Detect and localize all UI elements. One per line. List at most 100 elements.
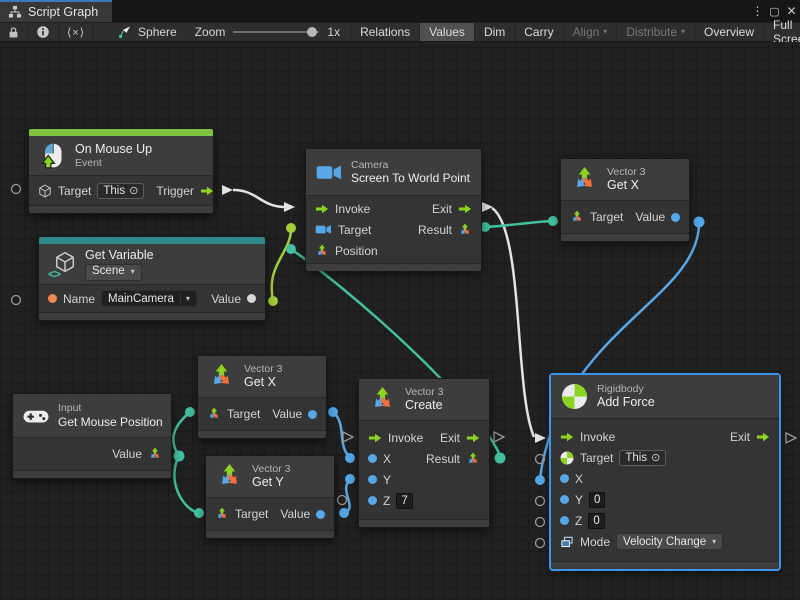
invoke-arrow-icon[interactable] bbox=[315, 202, 329, 216]
node-screen-to-world-point[interactable]: Camera Screen To World Point Invoke Exit… bbox=[305, 148, 482, 271]
float-port-dot[interactable] bbox=[368, 475, 377, 484]
port-addforce-target[interactable] bbox=[534, 453, 546, 465]
wire-exit-to-addforce-invoke[interactable] bbox=[491, 206, 536, 438]
zoom-slider[interactable] bbox=[233, 27, 320, 37]
port-addforce-x-in[interactable] bbox=[535, 475, 545, 485]
invoke-arrow-icon[interactable] bbox=[560, 430, 574, 444]
values-button[interactable]: Values bbox=[420, 23, 475, 41]
node-rigidbody-add-force[interactable]: Rigidbody Add Force Invoke Exit Target T… bbox=[550, 374, 780, 570]
wire-result-to-getx-top[interactable] bbox=[484, 219, 553, 229]
port-getx-value-out[interactable] bbox=[328, 407, 338, 417]
flow-port-create-invoke[interactable] bbox=[342, 430, 355, 444]
window-menu-icon[interactable]: ⋮ bbox=[751, 4, 764, 18]
port-getxtop-value-out[interactable] bbox=[693, 216, 705, 228]
carry-button[interactable]: Carry bbox=[515, 23, 564, 41]
wire-mousepos-to-gety[interactable] bbox=[173, 455, 199, 515]
vector3-port-icon[interactable] bbox=[215, 507, 229, 521]
graph-canvas[interactable]: On Mouse Up Event Target This⊙ Trigger bbox=[0, 42, 800, 600]
string-port-dot[interactable] bbox=[48, 294, 57, 303]
port-gety-target-in[interactable] bbox=[194, 508, 204, 518]
inspect-button[interactable] bbox=[28, 23, 59, 41]
overview-button[interactable]: Overview bbox=[695, 23, 765, 41]
fullscreen-button[interactable]: Full Screen bbox=[773, 18, 800, 46]
node-vector3-get-x[interactable]: Vector 3 Get X Target Value bbox=[197, 355, 327, 439]
float-port-dot[interactable] bbox=[560, 474, 569, 483]
port-gety-value-out[interactable] bbox=[339, 508, 349, 518]
port-variable-name[interactable] bbox=[10, 294, 22, 306]
target-this-chip[interactable]: This⊙ bbox=[97, 182, 145, 199]
float-port-dot[interactable] bbox=[560, 516, 569, 525]
vector3-port-icon[interactable] bbox=[466, 452, 480, 466]
port-addforce-mode[interactable] bbox=[534, 537, 546, 549]
graph-breadcrumb[interactable]: Sphere bbox=[110, 23, 185, 41]
variable-scope-dropdown[interactable]: Scene▾ bbox=[85, 263, 142, 281]
align-button[interactable]: Align▾ bbox=[564, 23, 618, 41]
variable-name-dropdown[interactable]: MainCamera▾ bbox=[101, 290, 197, 307]
window-maximize-icon[interactable]: ▢ bbox=[769, 5, 780, 18]
invoke-arrow-icon[interactable] bbox=[368, 431, 382, 445]
port-create-z[interactable] bbox=[336, 494, 348, 506]
flow-arrow-trigger-out[interactable] bbox=[222, 185, 233, 195]
lock-button[interactable] bbox=[0, 23, 28, 41]
vector3-port-icon[interactable] bbox=[148, 447, 162, 461]
node-vector3-create[interactable]: Vector 3 Create Invoke Exit X Result bbox=[358, 378, 490, 528]
port-stwp-target-in[interactable] bbox=[286, 223, 296, 233]
relations-button[interactable]: Relations bbox=[350, 23, 421, 41]
port-mousepos-value-out[interactable] bbox=[173, 450, 185, 462]
node-get-variable[interactable]: <> Get Variable Scene▾ Name MainCamera▾ … bbox=[38, 236, 266, 321]
flow-port-create-exit[interactable] bbox=[493, 430, 506, 444]
port-addforce-z[interactable] bbox=[534, 516, 546, 528]
vector3-port-icon[interactable] bbox=[207, 407, 221, 421]
port-create-result-out[interactable] bbox=[494, 452, 506, 464]
float-port-dot[interactable] bbox=[308, 409, 318, 419]
object-picker-icon[interactable]: ⊙ bbox=[129, 185, 139, 197]
float-port-dot[interactable] bbox=[671, 212, 681, 222]
exit-arrow-icon[interactable] bbox=[466, 431, 480, 445]
float-port-dot[interactable] bbox=[368, 454, 377, 463]
target-this-chip[interactable]: This⊙ bbox=[619, 449, 667, 466]
exit-arrow-icon[interactable] bbox=[458, 202, 472, 216]
node-vector3-get-x-top[interactable]: Vector 3 Get X Target Value bbox=[560, 158, 690, 242]
z-value-input[interactable]: 7 bbox=[396, 492, 413, 509]
flow-arrow-addforce-invoke-in[interactable] bbox=[535, 433, 546, 443]
port-getxtop-target-in[interactable] bbox=[548, 216, 558, 226]
float-port-dot[interactable] bbox=[316, 509, 326, 519]
vector3-port-icon[interactable] bbox=[570, 210, 584, 224]
port-addforce-y[interactable] bbox=[534, 495, 546, 507]
exit-arrow-icon[interactable] bbox=[756, 430, 770, 444]
tab-script-graph[interactable]: Script Graph bbox=[0, 0, 113, 22]
object-picker-icon[interactable]: ⊙ bbox=[651, 452, 661, 464]
flow-arrow-exit-out[interactable] bbox=[482, 202, 493, 212]
camera-port-icon[interactable] bbox=[315, 223, 332, 236]
window-close-icon[interactable]: ✕ bbox=[786, 4, 797, 18]
port-getx-target-in[interactable] bbox=[185, 407, 195, 417]
y-value-input[interactable]: 0 bbox=[589, 491, 606, 508]
dim-button[interactable]: Dim bbox=[475, 23, 516, 41]
z-value-input[interactable]: 0 bbox=[588, 512, 605, 529]
mode-dropdown[interactable]: Velocity Change▾ bbox=[616, 533, 724, 550]
rigidbody-port-icon[interactable] bbox=[560, 451, 574, 465]
edit-code-button[interactable]: ⟨×⟩ bbox=[59, 23, 95, 41]
node-on-mouse-up[interactable]: On Mouse Up Event Target This⊙ Trigger bbox=[28, 128, 214, 214]
node-get-mouse-position[interactable]: Input Get Mouse Position Value bbox=[12, 393, 172, 479]
vector3-port-icon[interactable] bbox=[458, 223, 472, 237]
wire-mousepos-to-getx[interactable] bbox=[172, 412, 190, 457]
port-create-y-in[interactable] bbox=[345, 474, 355, 484]
port-create-x-in[interactable] bbox=[345, 453, 355, 463]
port-stwp-position-in[interactable] bbox=[286, 244, 296, 254]
node-vector3-get-y[interactable]: Vector 3 Get Y Target Value bbox=[205, 455, 335, 539]
port-onmouseup-target[interactable] bbox=[10, 183, 22, 195]
float-port-dot[interactable] bbox=[560, 495, 569, 504]
distribute-button[interactable]: Distribute▾ bbox=[617, 23, 696, 41]
zoom-slider-knob[interactable] bbox=[307, 27, 318, 37]
flow-arrow-invoke-in[interactable] bbox=[284, 202, 295, 212]
port-variable-value-out[interactable] bbox=[268, 296, 278, 306]
value-port-dot[interactable] bbox=[247, 294, 256, 303]
vector3-port-icon[interactable] bbox=[315, 244, 329, 258]
wire-variable-to-target[interactable] bbox=[270, 230, 293, 302]
wire-trigger-to-invoke[interactable] bbox=[232, 188, 287, 209]
flow-port-addforce-exit[interactable] bbox=[785, 431, 798, 445]
port-stwp-result-out[interactable] bbox=[480, 222, 490, 232]
enum-mode-icon[interactable] bbox=[560, 535, 574, 549]
trigger-arrow-icon[interactable] bbox=[200, 184, 214, 198]
